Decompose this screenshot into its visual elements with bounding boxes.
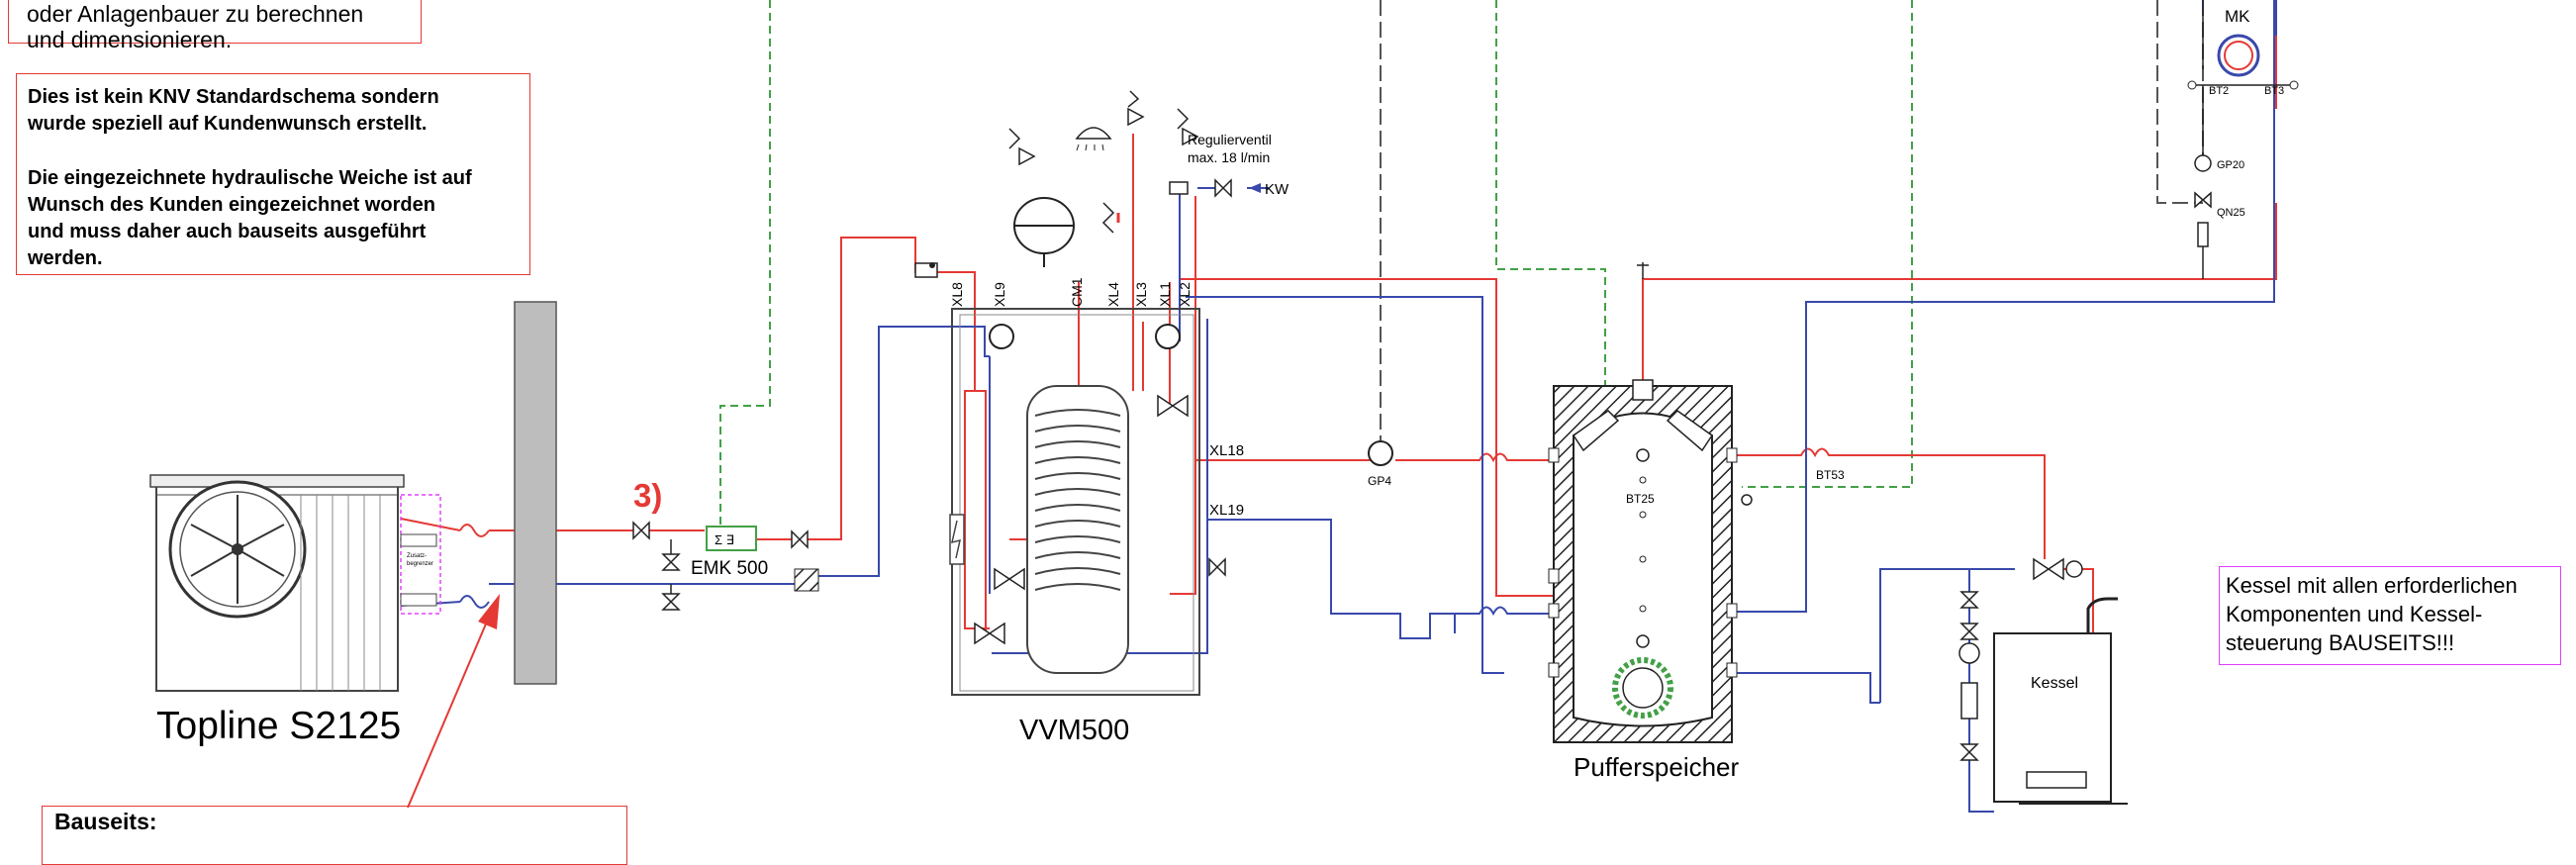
label-cm1: CM1	[1069, 277, 1085, 307]
gp4-label: GP4	[1368, 474, 1391, 488]
hp-box-label2: begrenzer	[407, 561, 433, 567]
regulier-label1: Regulierventil	[1188, 132, 1272, 147]
kessel-note: Kessel mit allen erforderlichen Komponen…	[2219, 566, 2561, 665]
label-xl1: XL1	[1157, 282, 1173, 307]
pointer-arrow	[407, 594, 500, 809]
pump-icon	[989, 324, 1014, 349]
emk-meter: Σ ∃	[706, 526, 757, 551]
top-left-note-line1: oder Anlagenbauer zu berechnen	[27, 1, 364, 27]
label-xl8: XL8	[949, 282, 965, 307]
heat-pump-title: Topline S2125	[156, 705, 402, 747]
filter-icon	[794, 568, 819, 592]
custom-note-line3: Die eingezeichnete hydraulische Weiche i…	[28, 167, 472, 189]
shower-icon	[1075, 127, 1112, 151]
bt53-label: BT53	[1816, 468, 1845, 482]
boiler-label: Kessel	[2031, 675, 2078, 692]
emk-label: EMK 500	[691, 558, 768, 579]
bauseits-label: Bauseits:	[54, 809, 157, 834]
valve-icons	[632, 521, 1226, 611]
label-xl18: XL18	[1209, 442, 1244, 459]
wall-column	[514, 301, 557, 685]
boiler-unit	[1958, 557, 2128, 805]
hp-box-label1: Zusatz-	[407, 553, 427, 559]
top-left-note-line2: und dimensionieren.	[27, 27, 233, 52]
label-xl9: XL9	[992, 282, 1007, 307]
kessel-note-line2: Komponenten und Kessel-	[2226, 602, 2483, 626]
bt25-label: BT25	[1626, 492, 1655, 506]
green-signal-lines	[719, 0, 1913, 527]
tank-icon	[1026, 385, 1129, 674]
supply-lines	[400, 30, 2277, 638]
pump-icon	[1155, 324, 1181, 349]
custom-note-line4: Wunsch des Kunden eingezeichnet worden	[28, 194, 435, 216]
top-left-note: oder Anlagenbauer zu berechnen und dimen…	[8, 0, 422, 52]
gp4-pump-icon	[1368, 440, 1393, 466]
buffer-title: Pufferspeicher	[1574, 752, 1740, 782]
expansion-vessel	[1013, 197, 1075, 267]
custom-note-line5: und muss daher auch bauseits ausgeführt	[28, 221, 427, 242]
label-xl3: XL3	[1133, 282, 1149, 307]
qn25-label: QN25	[2217, 207, 2245, 219]
indoor-module-title: VVM500	[1019, 715, 1130, 746]
grey-control-lines	[1380, 0, 2204, 440]
mixing-circuit	[2187, 0, 2299, 279]
kessel-note-line3: steuerung BAUSEITS!!!	[2226, 630, 2455, 655]
mk-label: MK	[2225, 7, 2250, 26]
regulier-valve	[1169, 178, 1261, 198]
custom-note-line2: wurde speziell auf Kundenwunsch erstellt…	[28, 113, 428, 135]
custom-note-line1: Dies ist kein KNV Standardschema sondern	[28, 86, 439, 108]
custom-note-line6: werden.	[28, 247, 103, 269]
label-xl19: XL19	[1209, 502, 1244, 519]
vvm-connection-labels: XL8 XL9 CM1 XL4 XL3 XL1 XL2	[949, 277, 1193, 307]
label-xl4: XL4	[1105, 282, 1121, 307]
bt3-label: BT3	[2264, 85, 2284, 97]
bt2-label: BT2	[2209, 85, 2229, 97]
safety-valve-icons	[1008, 90, 1199, 234]
svg-text:Σ ∃: Σ ∃	[715, 532, 734, 547]
kessel-note-line1: Kessel mit allen erforderlichen	[2226, 573, 2518, 598]
custom-schema-note: Dies ist kein KNV Standardschema sondern…	[16, 73, 530, 275]
regulier-label2: max. 18 l/min	[1188, 149, 1270, 165]
hydraulic-schematic: Zusatz- begrenzer 3) Σ ∃ EMK 500	[149, 0, 2299, 813]
label-xl2: XL2	[1177, 282, 1193, 307]
buffer-tank	[1548, 379, 1753, 743]
heat-pump-unit: Zusatz- begrenzer	[149, 474, 441, 692]
gp20-label: GP20	[2217, 159, 2244, 171]
kw-label: KW	[1265, 181, 1289, 198]
marker-3: 3)	[633, 477, 662, 514]
indoor-module	[949, 308, 1200, 696]
